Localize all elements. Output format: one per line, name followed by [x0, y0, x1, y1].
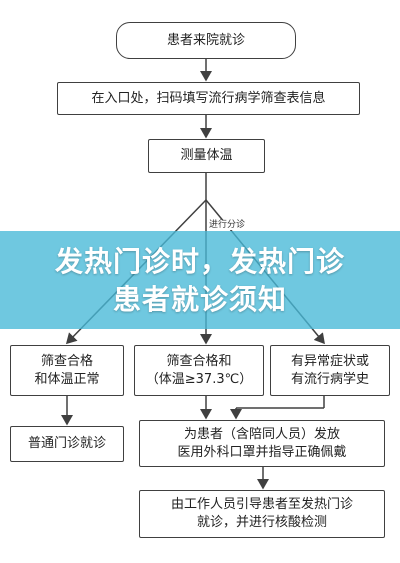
banner-title-line2: 患者就诊须知 — [112, 283, 287, 316]
abnormal-branch-node: 有异常症状或 有流行病学史 — [270, 345, 390, 396]
mask-step-label: 为患者（含陪同人员）发放 医用外科口罩并指导正确佩戴 — [177, 426, 347, 460]
triage-label: 进行分诊 — [208, 220, 247, 230]
temperature-step-label: 测量体温 — [180, 148, 233, 163]
scan-step-node: 在入口处，扫码填写流行病学筛查表信息 — [57, 82, 360, 115]
normal-branch-label: 筛查合格 和体温正常 — [34, 353, 100, 387]
fever-branch-label: 筛查合格和 （体温≥37.3℃） — [145, 353, 253, 387]
abnormal-branch-label: 有异常症状或 有流行病学史 — [290, 353, 369, 387]
general-clinic-label: 普通门诊就诊 — [27, 436, 106, 451]
fever-branch-node: 筛查合格和 （体温≥37.3℃） — [134, 345, 264, 396]
start-node-label: 患者来院就诊 — [166, 32, 245, 48]
title-banner: 发热门诊时，发热门诊 患者就诊须知 — [0, 231, 400, 329]
start-node: 患者来院就诊 — [116, 22, 296, 59]
fever-clinic-guide-label: 由工作人员引导患者至发热门诊 就诊，并进行核酸检测 — [170, 497, 353, 530]
banner-title-line1: 发热门诊时，发热门诊 — [54, 245, 345, 278]
normal-branch-node: 筛查合格 和体温正常 — [10, 345, 124, 396]
mask-step-node: 为患者（含陪同人员）发放 医用外科口罩并指导正确佩戴 — [139, 420, 385, 467]
scan-step-label: 在入口处，扫码填写流行病学筛查表信息 — [91, 90, 326, 106]
fever-clinic-guide-node: 由工作人员引导患者至发热门诊 就诊，并进行核酸检测 — [139, 490, 385, 538]
general-clinic-node: 普通门诊就诊 — [10, 426, 124, 462]
temperature-step-node: 测量体温 — [148, 139, 265, 173]
